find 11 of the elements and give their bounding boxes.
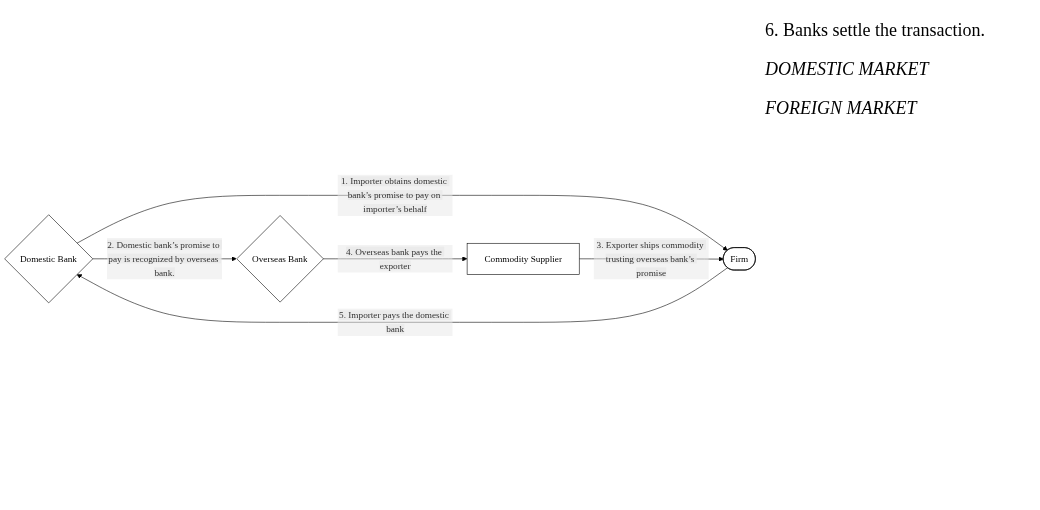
note-text: 6. Banks settle the transaction. xyxy=(765,20,986,41)
node-box: Commodity Supplier xyxy=(466,242,580,275)
edge-label: 3. Exporter ships commodity trusting overseas bank’s promise xyxy=(596,239,704,277)
market-label: FOREIGN MARKET xyxy=(765,98,919,119)
edge-label: 2. Domestic bank’s promise to pay is recognized by overseas bank. xyxy=(107,239,220,277)
node-diamond: Overseas Bank xyxy=(236,214,324,303)
market-label: DOMESTIC MARKET xyxy=(765,59,931,80)
node-diamond: Domestic Bank xyxy=(4,214,94,303)
edge-label: 4. Overseas bank pays the exporter xyxy=(345,246,442,270)
edge-label: 1. Importer obtains domestic bank’s promise to pay on importer’s behalf xyxy=(340,175,447,214)
edge-label: 5. Importer pays the domestic bank xyxy=(339,309,449,334)
